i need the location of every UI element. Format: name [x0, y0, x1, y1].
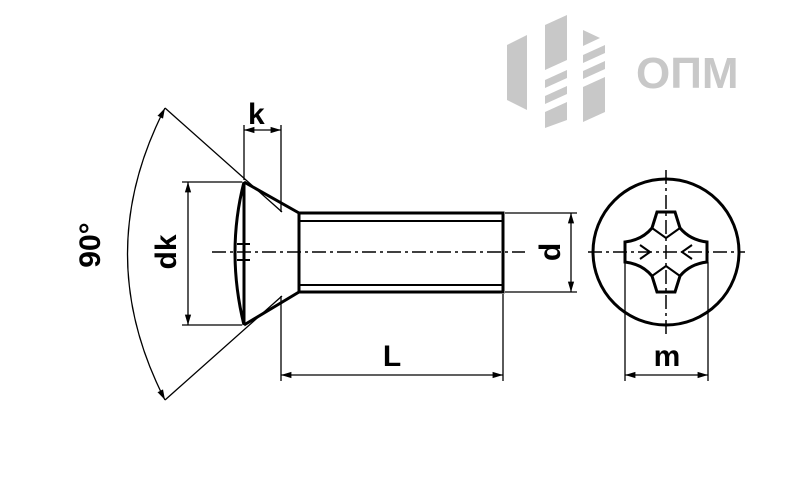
logo-mark	[507, 15, 605, 128]
logo-text: ОПМ	[636, 49, 739, 98]
dimension-angle	[126, 107, 283, 401]
label-m: m	[654, 340, 681, 373]
screw-side-view	[233, 180, 505, 327]
slot	[237, 243, 250, 261]
label-dk: dk	[150, 234, 183, 269]
screw-end-view	[591, 177, 741, 327]
label-L: L	[383, 340, 401, 373]
label-angle: 90°	[74, 222, 107, 267]
label-d: d	[534, 243, 567, 261]
label-k: k	[248, 98, 265, 131]
dimension-m	[624, 262, 709, 381]
dimension-k	[243, 125, 282, 212]
head-dome	[233, 181, 246, 326]
dimension-dk	[182, 181, 242, 326]
dimension-d	[505, 212, 577, 293]
dimension-L	[280, 294, 504, 381]
phillips-recess	[623, 210, 709, 294]
